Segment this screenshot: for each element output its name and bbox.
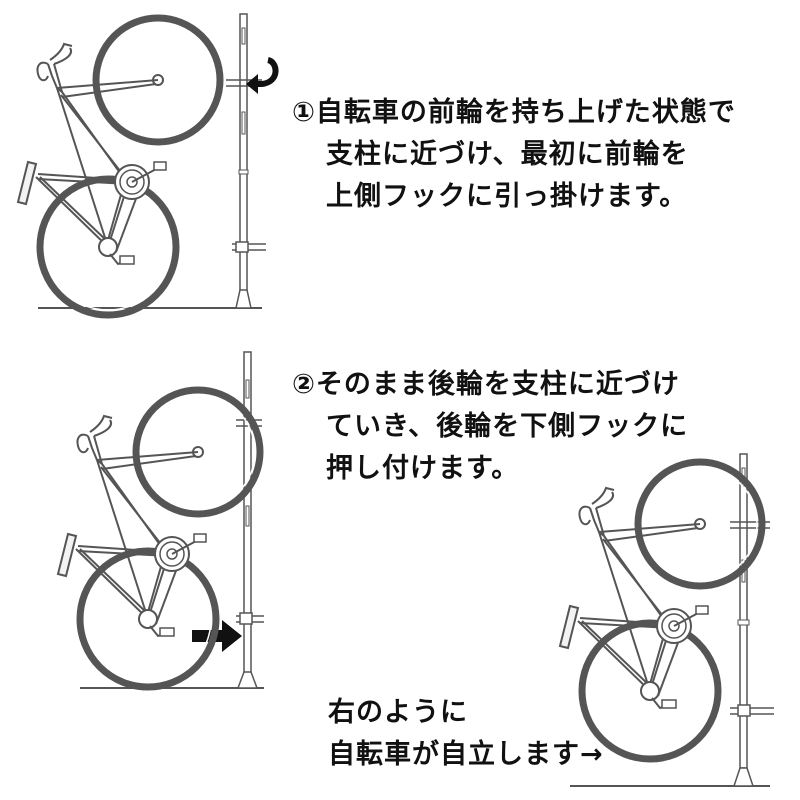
step-2-line-1: ②そのまま後輪を支柱に近づけ [292,369,680,400]
result-note: 右のように 自転車が自立します→ [328,692,604,776]
step-1-line-3: 上側フックに引っ掛けます。 [326,181,688,212]
step-1-instructions: ①自転車の前輪を持ち上げた状態で 支柱に近づけ、最初に前輪を 上側フックに引っ掛… [292,92,736,218]
figure-1 [18,13,279,315]
step-1-line-1: ①自転車の前輪を持ち上げた状態で [292,97,736,128]
step-2-line-3: 押し付けます。 [326,453,520,484]
result-note-line-2: 自転車が自立します→ [328,739,604,770]
step-2-instructions: ②そのまま後輪を支柱に近づけ ていき、後輪を下側フックに 押し付けます。 [292,364,688,490]
figure-3 [560,453,774,787]
result-note-line-1: 右のように [328,697,468,728]
step-1-line-2: 支柱に近づけ、最初に前輪を [326,139,689,170]
figure-2 [58,351,264,688]
curved-arrow-icon [246,57,279,94]
step-2-line-2: ていき、後輪を下側フックに [326,411,689,442]
